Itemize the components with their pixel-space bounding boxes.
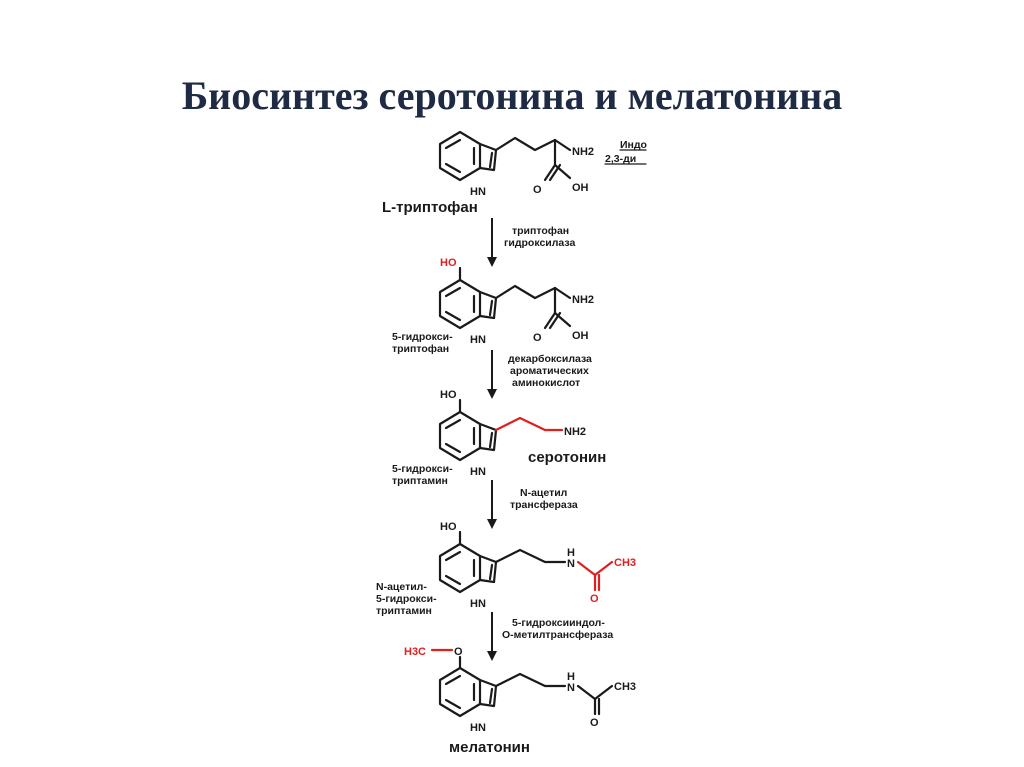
atom-o: O xyxy=(590,717,599,729)
enzyme-ido-line2: 2,3-ди xyxy=(605,153,636,165)
atom-hn: HN xyxy=(470,186,486,198)
enzyme-step1-line2: гидроксилаза xyxy=(504,237,575,249)
compound-name-5htp-line1: 5-гидрокси- xyxy=(392,331,453,343)
atom-ch3-red: CH3 xyxy=(614,557,636,569)
atom-o: O xyxy=(454,646,463,658)
atom-o: O xyxy=(533,332,542,344)
enzyme-step2-line2: ароматических xyxy=(510,365,589,377)
atom-ho-red: HO xyxy=(440,257,457,269)
compound-n-acetylserotonin: HO H N CH3 O HN N-ацетил- 5-гидрокси- тр… xyxy=(376,521,636,617)
compound-tryptophan: NH2 O OH HN L-триптофан Индо 2,3-ди xyxy=(382,130,647,216)
step-4: 5-гидроксииндол- О-метилтрансфераза xyxy=(487,612,613,661)
enzyme-step4-line1: 5-гидроксииндол- xyxy=(512,617,605,629)
atom-ho: HO xyxy=(440,521,457,533)
slide-title: Биосинтез серотонина и мелатонина xyxy=(181,73,843,118)
enzyme-step1-line1: триптофан xyxy=(512,225,569,237)
compound-5-hydroxytryptophan: HO NH2 O OH HN 5-гидрокси- триптофан xyxy=(392,257,594,355)
enzyme-ido-line1: Индо xyxy=(620,139,647,151)
atom-hn: HN xyxy=(470,466,486,478)
enzyme-step2-line1: декарбоксилаза xyxy=(508,353,592,365)
atom-nh2: NH2 xyxy=(564,426,586,438)
compound-alt-serotonin-line1: 5-гидрокси- xyxy=(392,463,453,475)
compound-name-5htp-line2: триптофан xyxy=(392,343,449,355)
atom-o: O xyxy=(533,184,542,196)
compound-name-serotonin: серотонин xyxy=(528,449,606,466)
atom-n: N xyxy=(567,682,575,694)
atom-nh2: NH2 xyxy=(572,294,594,306)
enzyme-step3-line2: трансфераза xyxy=(510,499,578,511)
atom-hn: HN xyxy=(470,334,486,346)
atom-ch3: CH3 xyxy=(614,681,636,693)
compound-name-nas-line2: 5-гидрокси- xyxy=(376,593,437,605)
compound-name-nas-line1: N-ацетил- xyxy=(376,581,427,593)
atom-h: H xyxy=(567,547,575,559)
compound-name-tryptophan: L-триптофан xyxy=(382,199,478,216)
atom-hn: HN xyxy=(470,598,486,610)
step-1: триптофан гидроксилаза xyxy=(487,218,575,267)
step-3: N-ацетил трансфераза xyxy=(487,480,578,529)
atom-oh: OH xyxy=(572,330,589,342)
compound-serotonin: HO NH2 HN серотонин 5-гидрокси- триптами… xyxy=(392,389,606,487)
step-2: декарбоксилаза ароматических аминокислот xyxy=(487,350,592,399)
enzyme-step4-line2: О-метилтрансфераза xyxy=(502,629,613,641)
compound-name-nas-line3: триптамин xyxy=(376,605,432,617)
atom-h3c-red: H3C xyxy=(404,646,426,658)
atom-n: N xyxy=(567,558,575,570)
enzyme-step3-line1: N-ацетил xyxy=(520,487,567,499)
compound-name-melatonin: мелатонин xyxy=(449,739,530,756)
compound-melatonin: O H3C H N CH3 O HN мелатонин xyxy=(404,646,636,756)
atom-hn: HN xyxy=(470,722,486,734)
enzyme-step2-line3: аминокислот xyxy=(512,377,580,389)
atom-nh2: NH2 xyxy=(572,146,594,158)
atom-oh: OH xyxy=(572,182,589,194)
atom-h: H xyxy=(567,671,575,683)
atom-ho: HO xyxy=(440,389,457,401)
atom-o-red: O xyxy=(590,593,599,605)
compound-alt-serotonin-line2: триптамин xyxy=(392,475,448,487)
